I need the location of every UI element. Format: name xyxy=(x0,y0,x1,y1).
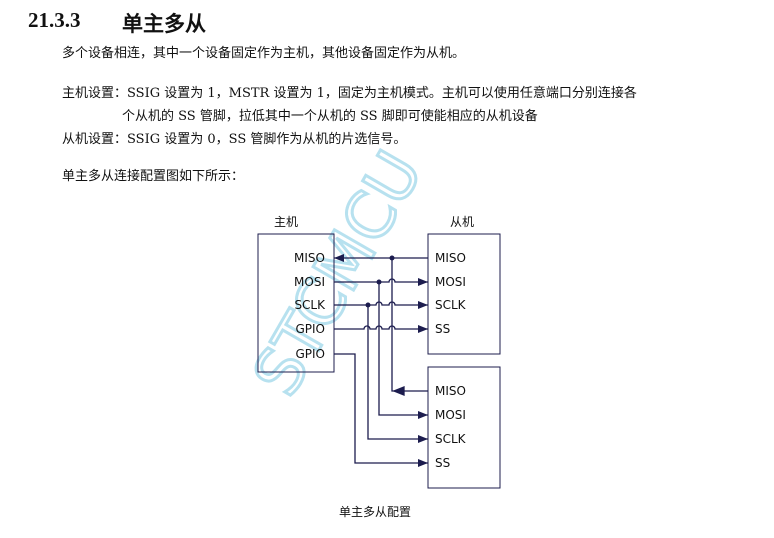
section-number: 21.3.3 xyxy=(28,8,81,32)
sclk-line xyxy=(334,301,428,309)
miso-branch-line xyxy=(391,258,428,392)
slave-setting-text: 从机设置：SSIG 设置为 0，SS 管脚作为从机的片选信号。 xyxy=(62,132,407,147)
figure-caption: 单主多从配置 xyxy=(339,505,411,519)
master-setting-continued: 个从机的 SS 管脚，拉低其中一个从机的 SS 脚即可使能相应的从机设备 xyxy=(122,109,538,124)
slave-title: 从机 xyxy=(450,215,474,229)
gpio2-ss-line xyxy=(334,353,428,467)
watermark: STCMCU xyxy=(240,139,438,408)
slave1-box xyxy=(427,233,501,355)
slave1-pin-ss: SS xyxy=(435,322,450,336)
junction-dot xyxy=(376,279,382,285)
slave2-pin-ss: SS xyxy=(435,456,450,470)
miso-branch-arrow xyxy=(392,386,405,396)
slave1-pin-sclk: SCLK xyxy=(435,298,467,312)
intro-text: 多个设备相连，其中一个设备固定作为主机，其他设备固定作为从机。 xyxy=(62,46,466,61)
master-pin-miso: MISO xyxy=(294,251,325,265)
figure-intro-text: 单主多从连接配置图如下所示： xyxy=(62,169,245,184)
slave2-box xyxy=(427,366,501,489)
slave1-pin-miso: MISO xyxy=(435,251,466,265)
master-box xyxy=(257,233,335,373)
master-pin-gpio1: GPIO xyxy=(295,322,325,336)
slave2-pin-sclk: SCLK xyxy=(435,432,467,446)
master-setting-text: 主机设置：SSIG 设置为 1，MSTR 设置为 1，固定为主机模式。主机可以使… xyxy=(62,86,637,101)
master-pin-gpio2: GPIO xyxy=(295,347,325,361)
sclk-branch-line xyxy=(367,305,428,443)
mosi-branch-line xyxy=(378,282,428,419)
slave2-pin-miso: MISO xyxy=(435,384,466,398)
master-pin-sclk: SCLK xyxy=(294,298,326,312)
slave2-pin-mosi: MOSI xyxy=(435,408,466,422)
master-title: 主机 xyxy=(274,215,298,229)
section-title: 单主多从 xyxy=(122,12,206,36)
junction-dot xyxy=(389,255,395,261)
master-pin-mosi: MOSI xyxy=(294,275,325,289)
slave1-pin-mosi: MOSI xyxy=(435,275,466,289)
junction-dot xyxy=(365,302,371,308)
